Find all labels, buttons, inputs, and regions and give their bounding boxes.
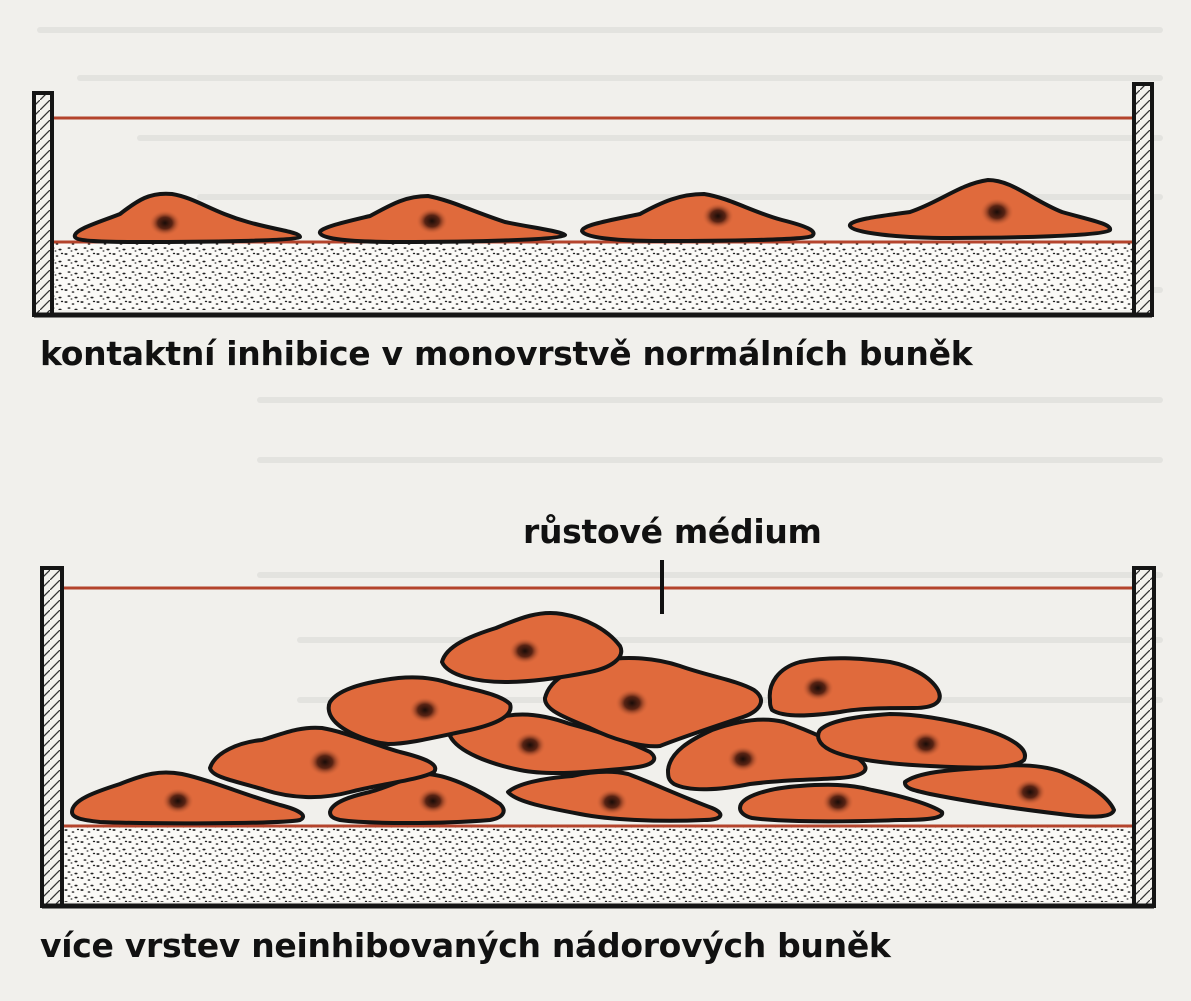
substrate-layer [60, 826, 1139, 902]
cell [320, 196, 565, 242]
label-growth-medium: růstové médium [523, 512, 822, 551]
nucleus [910, 731, 942, 757]
cell [442, 613, 621, 682]
substrate-layer [50, 243, 1141, 310]
cell [770, 658, 940, 715]
caption-normal-cells: kontaktní inhibice v monovrstvě normální… [40, 334, 972, 373]
tumor-cells [72, 613, 1114, 823]
dish-right-wall [1134, 568, 1154, 906]
nucleus [509, 638, 541, 664]
dish-left-wall [34, 93, 52, 315]
cell [850, 180, 1110, 238]
nucleus [149, 210, 181, 236]
nucleus [615, 689, 649, 717]
dish-left-wall [42, 568, 62, 906]
nucleus [727, 746, 759, 772]
nucleus [416, 208, 448, 234]
caption-tumor-cells: více vrstev neinhibovaných nádorových bu… [40, 926, 891, 965]
nucleus [702, 203, 734, 229]
nucleus [822, 789, 854, 815]
nucleus [596, 789, 628, 815]
cell [582, 194, 814, 241]
cell [75, 194, 300, 242]
normal-cells [75, 180, 1110, 242]
nucleus [162, 788, 194, 814]
nucleus [409, 697, 441, 723]
dish-right-wall [1134, 84, 1152, 315]
nucleus [514, 732, 546, 758]
nucleus [802, 675, 834, 701]
nucleus [980, 198, 1014, 226]
nucleus [1014, 779, 1046, 805]
nucleus [308, 748, 342, 776]
nucleus [417, 788, 449, 814]
